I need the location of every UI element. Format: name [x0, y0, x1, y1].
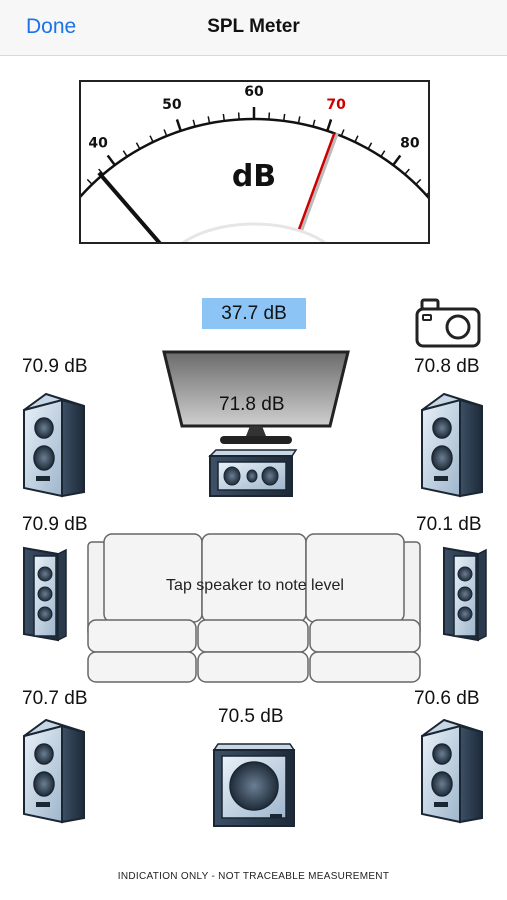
dial-tick	[207, 116, 211, 124]
camera-icon	[415, 298, 481, 348]
spl-meter-gauge: 30405060708090dB	[79, 80, 430, 244]
dial-tick	[367, 142, 373, 150]
side-left-level: 70.9 dB	[22, 514, 88, 535]
center-level: 71.8 dB	[219, 394, 285, 415]
front-right-level: 70.8 dB	[414, 356, 480, 377]
dial-tick	[392, 154, 402, 166]
dial-tick	[425, 192, 428, 196]
dial-reference-marker	[293, 132, 336, 242]
dial-tick	[297, 116, 301, 124]
navigation-bar: Done SPL Meter	[0, 0, 507, 56]
front-left-level: 70.9 dB	[22, 356, 88, 377]
center-speaker[interactable]	[208, 444, 298, 498]
dial-tick	[175, 119, 182, 132]
front-left-speaker[interactable]	[22, 392, 86, 500]
side-right-level: 70.1 dB	[416, 514, 482, 535]
dial-tick	[81, 193, 83, 196]
dial-tick	[354, 135, 359, 143]
dial-tick	[404, 168, 410, 175]
dial-tick	[163, 129, 168, 137]
dial-pivot-cover	[181, 222, 327, 242]
dial-needle	[97, 171, 162, 242]
rear-right-speaker[interactable]	[420, 718, 484, 826]
dial-tick	[222, 113, 226, 122]
subwoofer-speaker[interactable]	[212, 742, 296, 828]
dial-unit-label: dB	[232, 159, 276, 194]
dial-tick	[149, 135, 154, 143]
dial-scale-label: 50	[162, 97, 182, 113]
side-left-speaker[interactable]	[22, 544, 68, 644]
dial-tick	[98, 168, 104, 175]
rear-right-level: 70.6 dB	[414, 688, 480, 709]
tap-hint-text: Tap speaker to note level	[166, 577, 344, 594]
dial-scale-label: 40	[88, 136, 108, 152]
page-title: SPL Meter	[207, 16, 300, 37]
meter-dial: 30405060708090dB	[81, 84, 428, 242]
dial-marker-shadow	[295, 132, 339, 242]
dial-tick	[340, 129, 345, 137]
sofa-icon	[87, 533, 421, 683]
dial-tick	[282, 113, 286, 122]
dial-scale-label: 60	[244, 84, 264, 100]
dial-tick	[122, 150, 128, 157]
dial-tick	[106, 154, 116, 166]
current-level-readout: 37.7 dB	[202, 298, 306, 329]
dial-tick	[86, 178, 93, 185]
dial-tick	[135, 142, 141, 150]
rear-left-level: 70.7 dB	[22, 688, 88, 709]
done-button[interactable]: Done	[26, 15, 77, 38]
front-right-speaker[interactable]	[420, 392, 484, 500]
side-right-speaker[interactable]	[442, 544, 488, 644]
subwoofer-level: 70.5 dB	[218, 706, 284, 727]
dial-tick	[415, 178, 422, 185]
dial-tick	[380, 150, 386, 157]
dial-tick	[312, 119, 316, 127]
dial-tick	[192, 119, 196, 127]
dial-tick	[326, 119, 333, 132]
camera-button[interactable]	[414, 297, 482, 354]
dial-scale-label: 70	[326, 97, 346, 113]
rear-left-speaker[interactable]	[22, 718, 86, 826]
dial-arc	[81, 117, 428, 199]
dial-scale-label: 80	[400, 136, 420, 152]
disclaimer-text: INDICATION ONLY - NOT TRACEABLE MEASUREM…	[117, 871, 390, 882]
tv-icon	[162, 350, 350, 444]
